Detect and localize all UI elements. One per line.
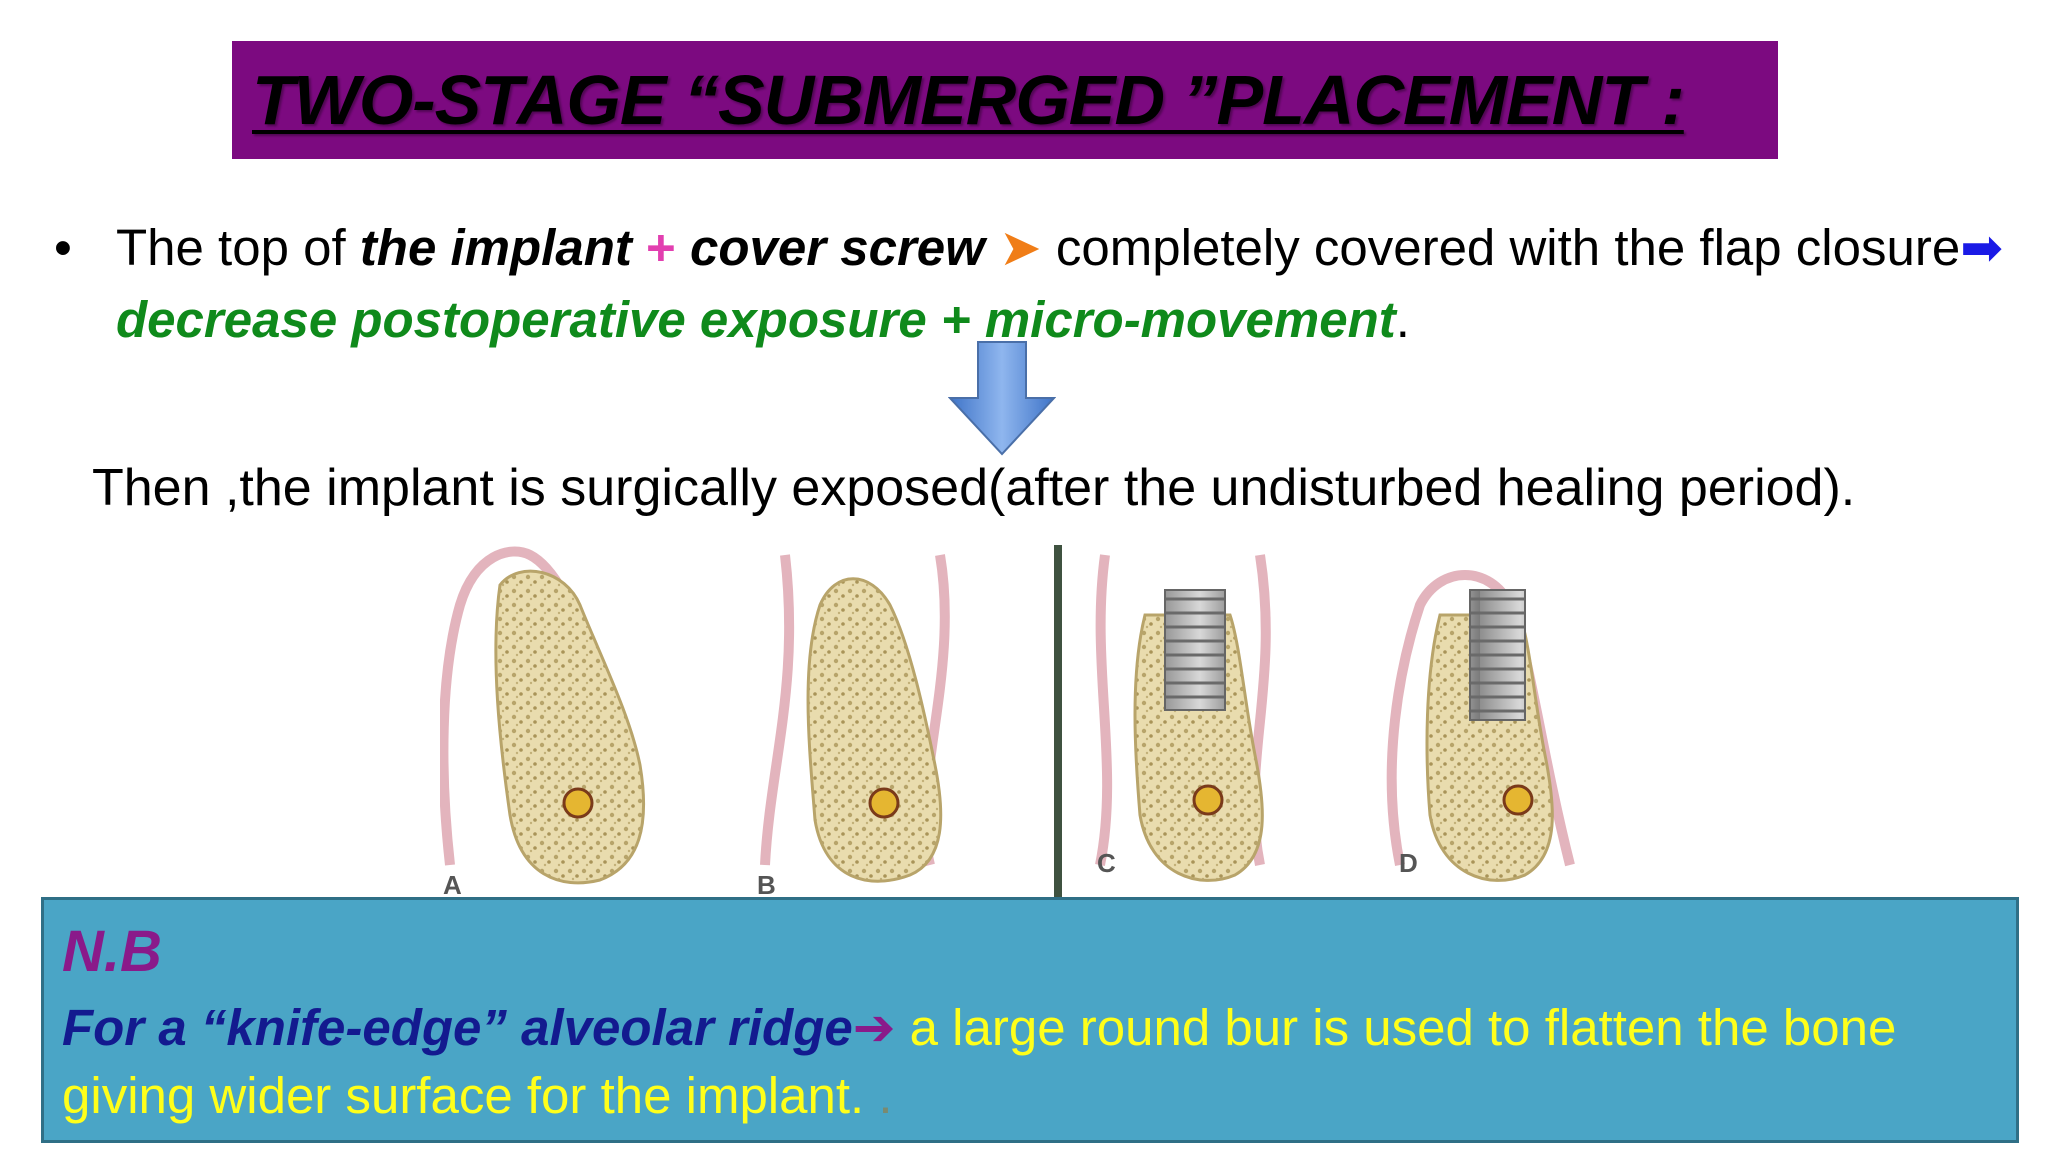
then-text: Then ,the implant is surgically exposed(… bbox=[92, 459, 1856, 517]
note-strong: For a “knife-edge” alveolar ridge bbox=[62, 999, 853, 1056]
bullet-marker: • bbox=[54, 219, 72, 276]
panel-d bbox=[1386, 570, 1575, 882]
label-c: C bbox=[1097, 848, 1116, 878]
blue-arrow-icon: ➡ bbox=[1960, 219, 2003, 276]
purple-arrow-icon: ➔ bbox=[852, 999, 896, 1056]
bullet-text-2: completely covered with the flap closure bbox=[1055, 219, 1961, 276]
bullet-text: The top of the implant + cover screw ➤ c… bbox=[116, 212, 2006, 356]
cover-screw-term: cover screw bbox=[689, 219, 985, 276]
panel-c bbox=[1095, 554, 1271, 882]
panel-divider bbox=[1054, 545, 1062, 900]
slide-title: TWO-STAGE “SUBMERGED ”PLACEMENT : bbox=[252, 61, 1685, 139]
note-title: N.B bbox=[62, 919, 162, 984]
result-text: decrease postoperative exposure + micro-… bbox=[116, 291, 1396, 348]
title-banner: TWO-STAGE “SUBMERGED ”PLACEMENT : bbox=[232, 41, 1778, 159]
implant-diagram bbox=[440, 545, 1575, 900]
panel-a bbox=[440, 546, 646, 885]
label-d: D bbox=[1399, 848, 1418, 878]
note-box: N.B For a “knife-edge” alveolar ridge➔ a… bbox=[41, 897, 2019, 1143]
note-text: For a “knife-edge” alveolar ridge➔ a lar… bbox=[62, 994, 1992, 1130]
plus-sign: + bbox=[631, 219, 690, 276]
orange-arrow-icon: ➤ bbox=[984, 219, 1056, 276]
implant-term: the implant bbox=[359, 219, 632, 276]
bullet-end: . bbox=[1395, 291, 1410, 348]
down-arrow-icon bbox=[948, 341, 1056, 456]
panel-b bbox=[760, 554, 950, 883]
note-dot: . bbox=[878, 1067, 893, 1124]
bullet-text-1: The top of bbox=[116, 219, 360, 276]
note-body: a large round bur is used to flatten the… bbox=[62, 999, 1897, 1124]
label-a: A bbox=[443, 870, 462, 900]
label-b: B bbox=[757, 870, 776, 900]
